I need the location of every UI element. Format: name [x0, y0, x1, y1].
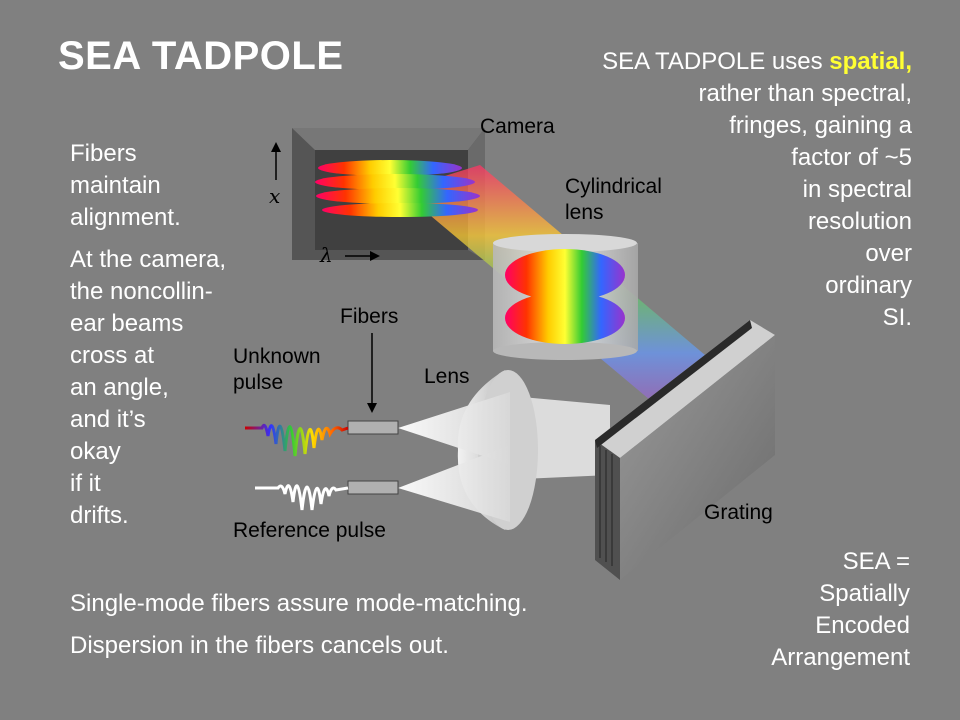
note-line: factor of ~5 [791, 144, 912, 171]
sea-definition: SEA = Spatially Encoded Arrangement [771, 548, 910, 671]
paragraph-camera-beams: At the camera, the noncollin- ear beams … [70, 246, 227, 529]
reference-pulse-waveform [255, 484, 349, 511]
note-line-1: SEA TADPOLE uses spatial, [602, 48, 912, 75]
note-mode-matching: Single-mode fibers assure mode-matching. [70, 590, 528, 617]
paragraph-alignment: Fibers maintain alignment. [70, 140, 181, 231]
label-axis-lambda: λ [320, 243, 333, 267]
fibers-arrow [367, 333, 377, 413]
fiber-connectors [347, 420, 399, 495]
fiber-alignment-note: Fibers maintain alignment. At the camera… [70, 138, 270, 542]
note-line: fringes, gaining a [729, 112, 912, 139]
label-lens: Lens [424, 365, 470, 388]
x-axis-arrow [271, 142, 281, 180]
label-cylindrical-lens: Cylindrical lens [565, 175, 662, 224]
label-reference-pulse: Reference pulse [233, 519, 386, 542]
note-line: ordinary [825, 272, 912, 299]
note-line: rather than spectral, [698, 80, 912, 107]
highlight-word: spatial [829, 48, 906, 75]
note-line: resolution [807, 208, 912, 235]
label-grating: Grating [704, 501, 773, 524]
camera-fringes [315, 160, 480, 217]
label-fibers: Fibers [340, 305, 399, 328]
grating [595, 320, 775, 580]
cylindrical-lens [493, 234, 638, 360]
lambda-axis-arrow [345, 251, 380, 261]
note-line: SI. [882, 304, 912, 331]
bottom-notes: Single-mode fibers assure mode-matching.… [70, 588, 528, 672]
spatial-fringes-note: SEA TADPOLE uses spatial, rather than sp… [532, 46, 912, 334]
label-axis-x: x [269, 184, 281, 208]
unknown-beam-cone [398, 392, 510, 465]
label-camera: Camera [480, 115, 555, 138]
unknown-pulse-waveform [245, 423, 349, 457]
slide-title: SEA TADPOLE [58, 34, 344, 78]
note-line: in spectral [802, 176, 912, 203]
label-unknown-pulse: Unknown pulse [233, 345, 321, 394]
reference-beam-cone [398, 445, 510, 522]
note-dispersion: Dispersion in the fibers cancels out. [70, 632, 449, 659]
note-line: over [865, 240, 912, 267]
